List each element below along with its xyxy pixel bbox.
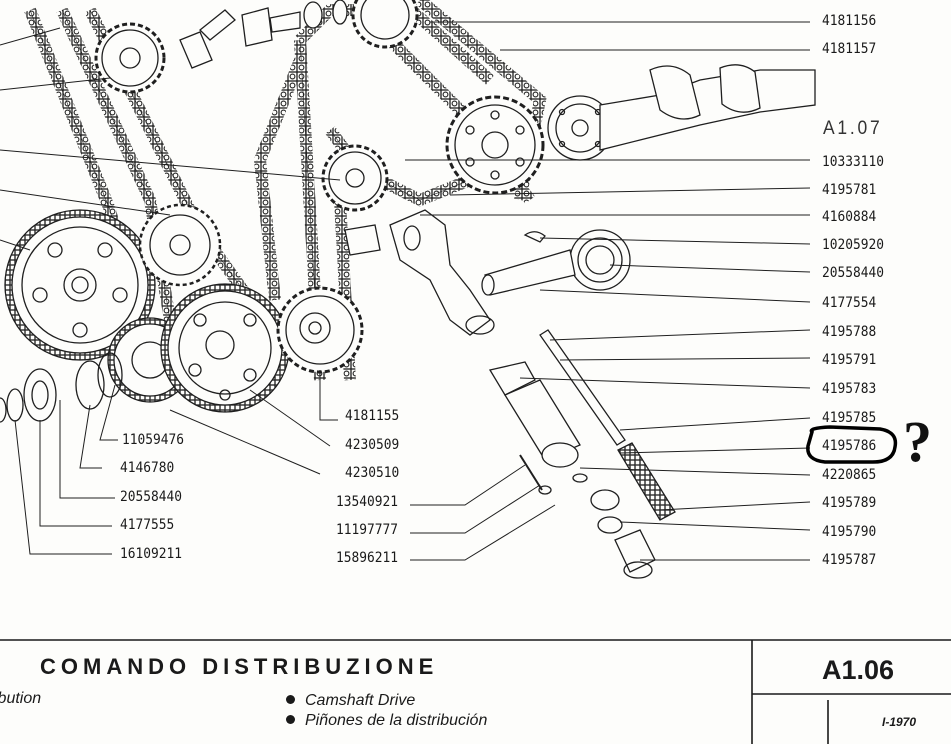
part-number: 4195785: [822, 410, 877, 426]
page-title: COMANDO DISTRIBUZIONE: [40, 654, 439, 679]
subtitle-english: Camshaft Drive: [286, 692, 415, 710]
leader-lines-center: [14, 370, 556, 561]
upper-left-sprocket: [94, 22, 166, 94]
part-number: 4195788: [822, 324, 877, 340]
crankshaft-gear: [4, 209, 156, 361]
lower-sprocket: [276, 286, 364, 374]
subtitle-spanish-text: Piñones de la distribución: [305, 712, 488, 729]
part-number: 15896211: [336, 550, 399, 566]
subtitle-spanish: Piñones de la distribución: [286, 712, 487, 730]
intermediate-gear: [160, 283, 290, 413]
part-number: 16109211: [120, 546, 183, 562]
crank-bearings: [0, 352, 123, 423]
part-number: 20558440: [822, 265, 885, 281]
part-number: 4220865: [822, 467, 877, 483]
part-number: 4195789: [822, 495, 877, 511]
part-number: 20558440: [120, 489, 183, 505]
part-number: 4195781: [822, 182, 877, 198]
part-number: 11059476: [122, 432, 185, 448]
part-number: 13540921: [336, 494, 399, 510]
circled-annotation: [806, 425, 898, 464]
idler-gear-rear: [138, 203, 222, 287]
bullet-icon: [286, 695, 295, 704]
top-sprocket: [351, 0, 419, 49]
leader-lines-right: [0, 21, 811, 561]
edition-date: I-1970: [882, 715, 917, 729]
tensioner-bracket: [344, 209, 495, 336]
subtitle-partial: ibution: [0, 690, 42, 707]
part-number: 4181157: [822, 41, 877, 57]
center-idler-sprocket: [321, 144, 389, 212]
part-number: 4195790: [822, 524, 877, 540]
part-number: 4177555: [120, 517, 175, 533]
part-number: 4160884: [822, 209, 877, 225]
footer-frame: [0, 639, 951, 744]
part-number: 11197777: [336, 522, 399, 538]
part-number: 4195783: [822, 381, 877, 397]
camshaft: [547, 64, 816, 161]
part-number: 4146780: [120, 460, 175, 476]
top-small-parts: [179, 0, 348, 69]
part-number: 4230509: [345, 437, 400, 453]
camshaft-sprocket: [445, 95, 545, 195]
part-number: 4195787: [822, 552, 877, 568]
part-number-circled: 4195786: [822, 438, 877, 454]
part-number: 4230510: [345, 465, 400, 481]
part-number: 4181156: [822, 13, 877, 29]
bullet-icon: [286, 715, 295, 724]
tensioner-shaft-bearing: [481, 229, 631, 296]
subtitle-english-text: Camshaft Drive: [305, 692, 416, 709]
part-number: 4181155: [345, 408, 400, 424]
part-number: 4177554: [822, 295, 877, 311]
page-code: A1.06: [822, 655, 895, 685]
tensioner-assembly: [488, 329, 676, 579]
part-number: 4195791: [822, 352, 877, 368]
part-number: 10333110: [822, 154, 885, 170]
question-mark: ?: [903, 409, 932, 474]
part-number: 10205920: [822, 237, 885, 253]
reference-label: A1.07: [823, 118, 883, 139]
